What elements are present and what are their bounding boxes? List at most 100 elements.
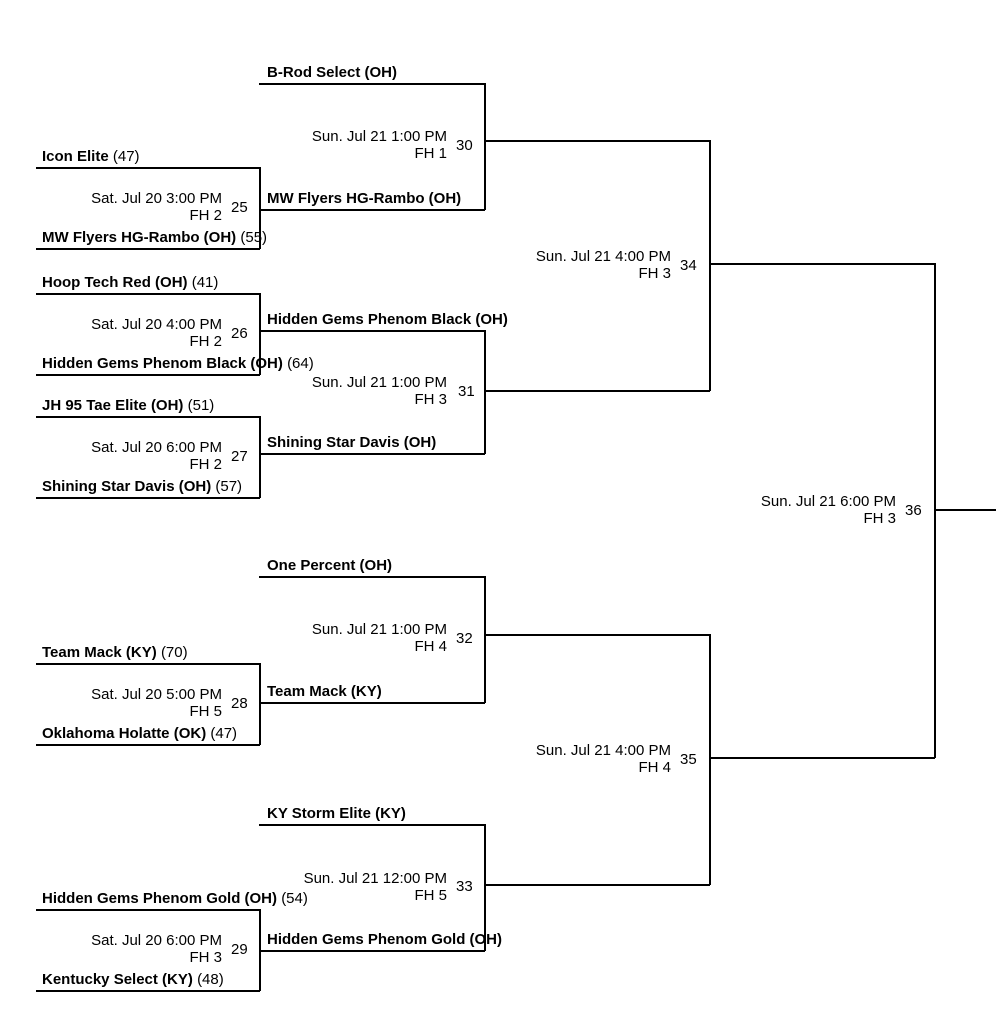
bracket-line <box>259 416 261 498</box>
match-number: 33 <box>456 878 473 895</box>
team-slot[interactable]: Oklahoma Holatte (OK) (47) <box>42 725 237 743</box>
bracket-line <box>259 824 485 826</box>
match-number: 36 <box>905 502 922 519</box>
bracket-line <box>259 950 485 952</box>
bracket-line <box>259 702 485 704</box>
bracket-line <box>484 140 710 142</box>
match-court: FH 2 <box>189 456 222 473</box>
match-info: Sat. Jul 20 4:00 PM FH 2 <box>91 316 222 350</box>
match-court: FH 2 <box>189 333 222 350</box>
team-slot[interactable]: Hidden Gems Phenom Gold (OH) <box>267 931 502 949</box>
bracket-line <box>709 140 711 391</box>
team-score: (41) <box>191 274 219 291</box>
team-slot[interactable]: Icon Elite (47) <box>42 148 140 166</box>
team-name: Shining Star Davis (OH) <box>42 478 212 495</box>
team-name: MW Flyers HG-Rambo (OH) <box>42 229 237 246</box>
bracket-line <box>259 330 485 332</box>
match-info: Sat. Jul 20 3:00 PM FH 2 <box>91 190 222 224</box>
bracket-line <box>36 293 260 295</box>
bracket-line <box>259 83 485 85</box>
match-number: 35 <box>680 751 697 768</box>
match-court: FH 3 <box>189 949 222 966</box>
team-name: JH 95 Tae Elite (OH) <box>42 397 184 414</box>
match-number: 27 <box>231 448 248 465</box>
match-number: 28 <box>231 695 248 712</box>
team-slot[interactable]: Hidden Gems Phenom Black (OH) (64) <box>42 355 314 373</box>
match-date: Sun. Jul 21 4:00 PM <box>535 248 671 265</box>
match-number: 30 <box>456 137 473 154</box>
team-slot[interactable]: Shining Star Davis (OH) (57) <box>42 478 242 496</box>
team-score: (47) <box>210 725 238 742</box>
match-info: Sat. Jul 20 5:00 PM FH 5 <box>91 686 222 720</box>
team-slot[interactable]: MW Flyers HG-Rambo (OH) (55) <box>42 229 267 247</box>
bracket-line <box>484 330 486 454</box>
team-name: B-Rod Select (OH) <box>267 64 398 81</box>
bracket-line <box>36 416 260 418</box>
bracket-line <box>259 209 485 211</box>
match-date: Sun. Jul 21 1:00 PM <box>311 621 447 638</box>
team-name: One Percent (OH) <box>267 557 393 574</box>
match-info: Sun. Jul 21 1:00 PM FH 4 <box>312 621 447 655</box>
team-slot[interactable]: KY Storm Elite (KY) <box>267 805 406 823</box>
team-score: (55) <box>240 229 268 246</box>
bracket-line <box>36 167 260 169</box>
bracket-line <box>259 576 485 578</box>
bracket-line <box>484 824 486 951</box>
match-number: 26 <box>231 325 248 342</box>
match-court: FH 3 <box>414 391 447 408</box>
match-date: Sat. Jul 20 3:00 PM <box>91 190 222 207</box>
match-info: Sun. Jul 21 1:00 PM FH 1 <box>312 128 447 162</box>
match-number: 29 <box>231 941 248 958</box>
match-court: FH 4 <box>638 759 671 776</box>
team-slot[interactable]: Team Mack (KY) <box>267 683 382 701</box>
team-slot[interactable]: Shining Star Davis (OH) <box>267 434 436 452</box>
match-court: FH 3 <box>638 265 671 282</box>
team-name: Hoop Tech Red (OH) <box>42 274 188 291</box>
match-info: Sun. Jul 21 6:00 PM FH 3 <box>761 493 896 527</box>
bracket-line <box>484 634 710 636</box>
bracket-line <box>484 576 486 703</box>
match-date: Sat. Jul 20 4:00 PM <box>91 316 222 333</box>
bracket-line <box>484 884 710 886</box>
team-score: (70) <box>160 644 188 661</box>
bracket-line <box>36 909 260 911</box>
team-slot[interactable]: Hidden Gems Phenom Gold (OH) (54) <box>42 890 308 908</box>
bracket-line <box>259 663 261 745</box>
match-date: Sat. Jul 20 5:00 PM <box>91 686 222 703</box>
team-slot[interactable]: Team Mack (KY) (70) <box>42 644 188 662</box>
team-slot[interactable]: JH 95 Tae Elite (OH) (51) <box>42 397 214 415</box>
bracket-line <box>934 263 936 758</box>
match-number: 31 <box>458 383 475 400</box>
bracket-line <box>709 634 711 885</box>
team-score: (54) <box>281 890 308 907</box>
team-name: Shining Star Davis (OH) <box>267 434 437 451</box>
match-court: FH 5 <box>414 887 447 904</box>
match-date: Sat. Jul 20 6:00 PM <box>91 932 222 949</box>
team-name: Hidden Gems Phenom Gold (OH) <box>42 890 278 907</box>
match-number: 34 <box>680 257 697 274</box>
team-score: (57) <box>215 478 243 495</box>
bracket-line <box>259 167 261 249</box>
bracket-line <box>36 374 260 376</box>
bracket-line <box>484 390 710 392</box>
match-date: Sat. Jul 20 6:00 PM <box>91 439 222 456</box>
bracket-line <box>36 248 260 250</box>
bracket-line <box>36 990 260 992</box>
team-name: Hidden Gems Phenom Black (OH) <box>42 355 283 372</box>
team-slot[interactable]: One Percent (OH) <box>267 557 392 575</box>
match-info: Sun. Jul 21 4:00 PM FH 4 <box>536 742 671 776</box>
team-slot[interactable]: Hidden Gems Phenom Black (OH) <box>267 311 508 329</box>
match-date: Sun. Jul 21 4:00 PM <box>535 742 671 759</box>
team-name: Oklahoma Holatte (OK) <box>42 725 207 742</box>
match-info: Sun. Jul 21 4:00 PM FH 3 <box>536 248 671 282</box>
team-slot[interactable]: Hoop Tech Red (OH) (41) <box>42 274 218 292</box>
team-name: Hidden Gems Phenom Black (OH) <box>267 311 508 328</box>
match-court: FH 3 <box>863 510 896 527</box>
match-court: FH 1 <box>414 145 447 162</box>
match-date: Sun. Jul 21 6:00 PM <box>760 493 896 510</box>
team-slot[interactable]: B-Rod Select (OH) <box>267 64 397 82</box>
team-slot[interactable]: MW Flyers HG-Rambo (OH) <box>267 190 461 208</box>
team-slot[interactable]: Kentucky Select (KY) (48) <box>42 971 224 989</box>
bracket-line <box>259 453 485 455</box>
